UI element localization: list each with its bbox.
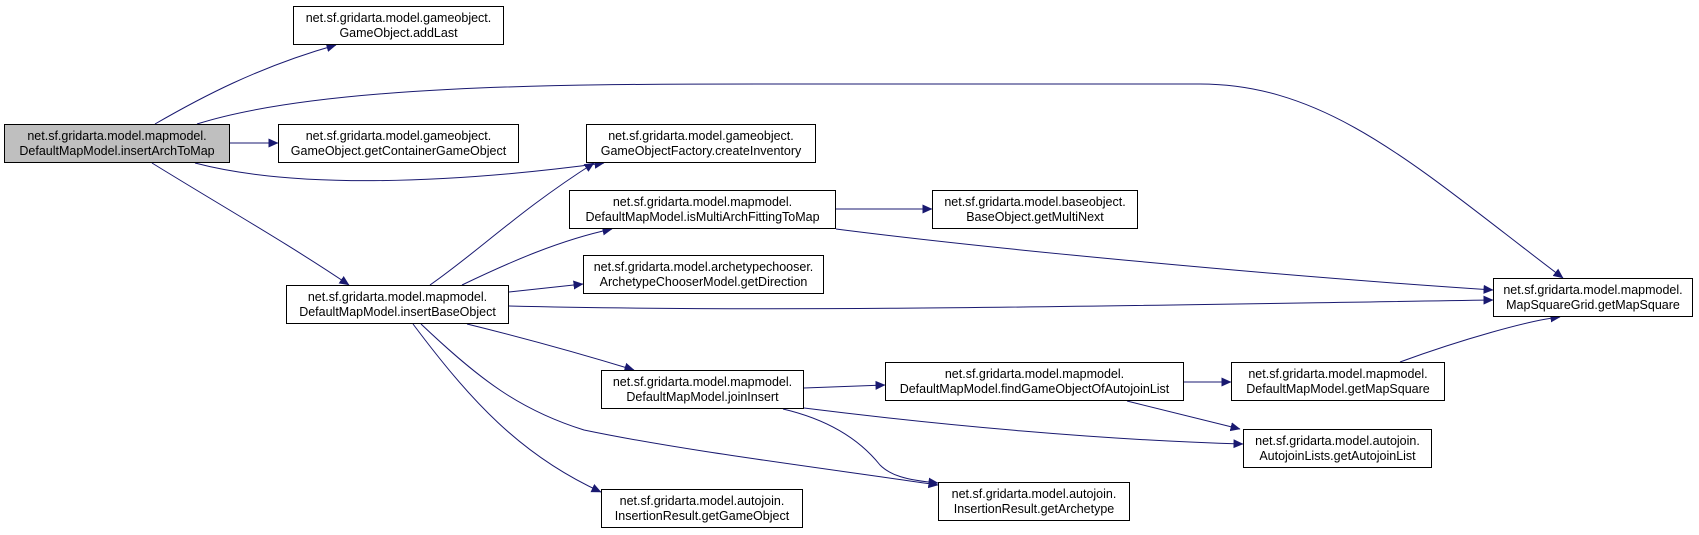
node-create-inventory-package: net.sf.gridarta.model.gameobject. <box>608 128 794 143</box>
edge-insertbaseobject-joininsert <box>466 323 635 372</box>
node-get-multi-next[interactable]: net.sf.gridarta.model.baseobject. BaseOb… <box>932 190 1138 229</box>
node-find-game-object-of-autojoin-list[interactable]: net.sf.gridarta.model.mapmodel. DefaultM… <box>885 362 1184 401</box>
edge-insertbaseobject-ismultiarchfittingtomap <box>461 226 613 286</box>
edge-joininsert-getarchetype <box>782 408 939 487</box>
node-create-inventory-method: GameObjectFactory.createInventory <box>600 143 802 158</box>
node-map-square-grid-get-map-square-package: net.sf.gridarta.model.mapmodel. <box>1503 282 1683 297</box>
node-get-container-game-object-method: GameObject.getContainerGameObject <box>290 143 507 158</box>
node-map-square-grid-get-map-square-method: MapSquareGrid.getMapSquare <box>1506 297 1680 312</box>
edge-joininsert-findgameobjectofautojoinlist <box>803 380 886 390</box>
node-get-archetype-package: net.sf.gridarta.model.autojoin. <box>951 486 1117 501</box>
edge-joininsert-getautojoinlist <box>803 407 1244 449</box>
node-insert-arch-to-map-method: DefaultMapModel.insertArchToMap <box>19 143 215 158</box>
node-game-object-add-last-package: net.sf.gridarta.model.gameobject. <box>305 10 492 25</box>
node-get-container-game-object-package: net.sf.gridarta.model.gameobject. <box>305 128 492 143</box>
node-is-multi-arch-fitting-to-map[interactable]: net.sf.gridarta.model.mapmodel. DefaultM… <box>569 190 836 229</box>
node-get-autojoin-list-package: net.sf.gridarta.model.autojoin. <box>1255 433 1420 448</box>
node-get-archetype-method: InsertionResult.getArchetype <box>953 501 1115 516</box>
edge-modelgetmapsquare-gridgetmapsquare <box>1399 313 1561 363</box>
node-get-autojoin-list[interactable]: net.sf.gridarta.model.autojoin. Autojoin… <box>1243 429 1432 468</box>
node-get-game-object-method: InsertionResult.getGameObject <box>614 508 790 523</box>
node-get-direction-package: net.sf.gridarta.model.archetypechooser. <box>593 259 814 274</box>
node-get-multi-next-method: BaseObject.getMultiNext <box>966 209 1104 224</box>
edge-ismultiarchfittingtomap-gridgetmapsquare <box>835 228 1494 294</box>
node-get-game-object[interactable]: net.sf.gridarta.model.autojoin. Insertio… <box>601 489 803 528</box>
node-get-game-object-package: net.sf.gridarta.model.autojoin. <box>619 493 785 508</box>
node-join-insert-method: DefaultMapModel.joinInsert <box>626 389 779 404</box>
node-insert-base-object[interactable]: net.sf.gridarta.model.mapmodel. DefaultM… <box>286 285 509 324</box>
edge-insertbaseobject-getdirection <box>508 280 584 293</box>
node-find-game-object-of-autojoin-list-package: net.sf.gridarta.model.mapmodel. <box>944 366 1125 381</box>
node-default-map-model-get-map-square-package: net.sf.gridarta.model.mapmodel. <box>1248 366 1428 381</box>
node-create-inventory[interactable]: net.sf.gridarta.model.gameobject. GameOb… <box>586 124 816 163</box>
node-insert-base-object-package: net.sf.gridarta.model.mapmodel. <box>307 289 488 304</box>
node-insert-base-object-method: DefaultMapModel.insertBaseObject <box>299 304 496 319</box>
edge-insertbaseobject-createinventory <box>429 162 595 286</box>
node-get-container-game-object[interactable]: net.sf.gridarta.model.gameobject. GameOb… <box>278 124 519 163</box>
edge-insertbaseobject-getarchetype <box>420 323 939 489</box>
node-default-map-model-get-map-square[interactable]: net.sf.gridarta.model.mapmodel. DefaultM… <box>1231 362 1445 401</box>
node-game-object-add-last[interactable]: net.sf.gridarta.model.gameobject. GameOb… <box>293 6 504 45</box>
node-is-multi-arch-fitting-to-map-method: DefaultMapModel.isMultiArchFittingToMap <box>585 209 820 224</box>
edge-insertarchtomap-createinventory <box>194 159 605 182</box>
node-default-map-model-get-map-square-method: DefaultMapModel.getMapSquare <box>1246 381 1430 396</box>
edge-insertbaseobject-gridgetmapsquare <box>508 295 1494 310</box>
node-find-game-object-of-autojoin-list-method: DefaultMapModel.findGameObjectOfAutojoin… <box>899 381 1170 396</box>
edge-insertarchtomap-insertbaseobject <box>151 162 350 286</box>
node-is-multi-arch-fitting-to-map-package: net.sf.gridarta.model.mapmodel. <box>612 194 793 209</box>
node-insert-arch-to-map[interactable]: net.sf.gridarta.model.mapmodel. DefaultM… <box>4 124 230 163</box>
edge-insertarchtomap-gridgetmapsquare <box>196 83 1564 279</box>
node-get-multi-next-package: net.sf.gridarta.model.baseobject. <box>944 194 1126 209</box>
node-map-square-grid-get-map-square[interactable]: net.sf.gridarta.model.mapmodel. MapSquar… <box>1493 278 1693 317</box>
node-get-autojoin-list-method: AutojoinLists.getAutojoinList <box>1259 448 1416 463</box>
node-game-object-add-last-method: GameObject.addLast <box>339 25 458 40</box>
edge-insertarchtomap-addlast <box>154 43 337 125</box>
edge-insertbaseobject-getgameobject <box>412 323 602 493</box>
node-get-archetype[interactable]: net.sf.gridarta.model.autojoin. Insertio… <box>938 482 1130 521</box>
node-get-direction[interactable]: net.sf.gridarta.model.archetypechooser. … <box>583 255 824 294</box>
node-join-insert[interactable]: net.sf.gridarta.model.mapmodel. DefaultM… <box>601 370 804 409</box>
node-get-direction-method: ArchetypeChooserModel.getDirection <box>599 274 808 289</box>
node-join-insert-package: net.sf.gridarta.model.mapmodel. <box>612 374 793 389</box>
edge-findgameobjectofautojoinlist-getautojoinlist <box>1126 400 1241 432</box>
node-insert-arch-to-map-package: net.sf.gridarta.model.mapmodel. <box>27 128 207 143</box>
